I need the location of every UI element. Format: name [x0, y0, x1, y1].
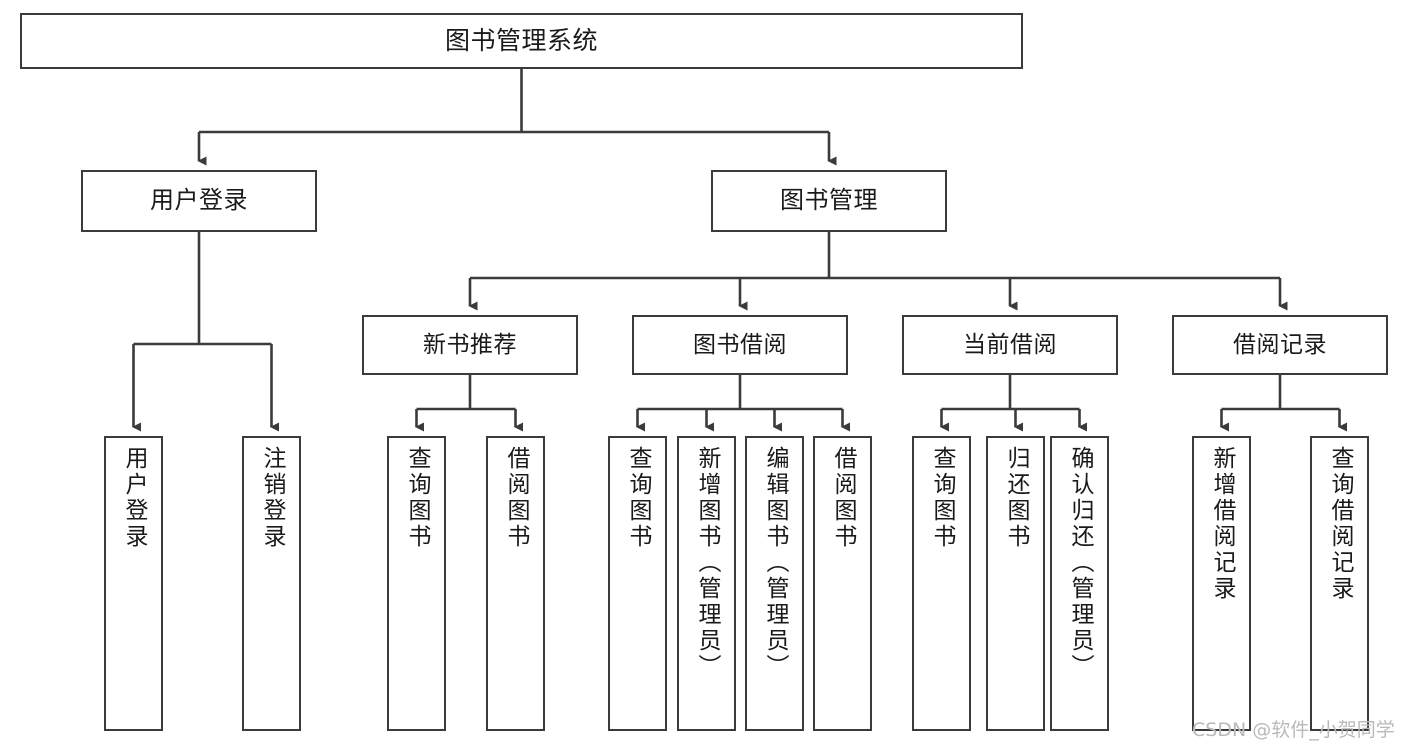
node-leaf-user-login[interactable]: 用户登录 — [104, 436, 163, 731]
node-leaf-borrow-book-rec[interactable]: 借阅图书 — [486, 436, 545, 731]
node-current-borrow[interactable]: 当前借阅 — [902, 315, 1118, 375]
node-leaf-add-book[interactable]: 新增图书（管理员） — [677, 436, 736, 731]
node-book-manage[interactable]: 图书管理 — [711, 170, 947, 232]
node-leaf-query-book-rec[interactable]: 查询图书 — [387, 436, 446, 731]
node-leaf-edit-book[interactable]: 编辑图书（管理员） — [745, 436, 804, 731]
node-leaf-logout[interactable]: 注销登录 — [242, 436, 301, 731]
node-leaf-borrow-book-rec-label: 借阅图书 — [503, 446, 529, 550]
node-borrow-record-label: 借阅记录 — [1233, 331, 1327, 358]
node-leaf-user-login-label: 用户登录 — [121, 446, 147, 550]
node-leaf-add-record-label: 新增借阅记录 — [1209, 446, 1235, 602]
node-root-label: 图书管理系统 — [444, 25, 598, 55]
node-leaf-borrow-book-b-label: 借阅图书 — [830, 446, 856, 550]
node-user-login[interactable]: 用户登录 — [81, 170, 317, 232]
node-leaf-borrow-book-b[interactable]: 借阅图书 — [813, 436, 872, 731]
node-borrow-record[interactable]: 借阅记录 — [1172, 315, 1388, 375]
connector-group — [132, 69, 1347, 432]
node-current-borrow-label: 当前借阅 — [963, 331, 1057, 358]
node-leaf-query-book-c[interactable]: 查询图书 — [912, 436, 971, 731]
node-leaf-query-book-b[interactable]: 查询图书 — [608, 436, 667, 731]
node-leaf-query-book-c-label: 查询图书 — [929, 446, 955, 550]
node-leaf-edit-book-label: 编辑图书（管理员） — [762, 446, 788, 680]
node-book-manage-label: 图书管理 — [780, 186, 878, 215]
node-book-borrow[interactable]: 图书借阅 — [632, 315, 848, 375]
node-leaf-add-book-label: 新增图书（管理员） — [694, 446, 720, 680]
node-book-borrow-label: 图书借阅 — [693, 331, 787, 358]
node-leaf-confirm-return-label: 确认归还（管理员） — [1067, 446, 1093, 680]
node-leaf-query-book-b-label: 查询图书 — [625, 446, 651, 550]
node-new-book-rec[interactable]: 新书推荐 — [362, 315, 578, 375]
node-leaf-return-book[interactable]: 归还图书 — [986, 436, 1045, 731]
node-new-book-rec-label: 新书推荐 — [423, 331, 517, 358]
node-leaf-add-record[interactable]: 新增借阅记录 — [1192, 436, 1251, 731]
node-leaf-query-record-label: 查询借阅记录 — [1327, 446, 1353, 602]
node-leaf-return-book-label: 归还图书 — [1003, 446, 1029, 550]
node-leaf-query-book-rec-label: 查询图书 — [404, 446, 430, 550]
node-leaf-query-record[interactable]: 查询借阅记录 — [1310, 436, 1369, 731]
node-root[interactable]: 图书管理系统 — [20, 13, 1023, 69]
node-user-login-label: 用户登录 — [150, 186, 248, 215]
node-leaf-confirm-return[interactable]: 确认归还（管理员） — [1050, 436, 1109, 731]
node-leaf-logout-label: 注销登录 — [259, 446, 285, 550]
